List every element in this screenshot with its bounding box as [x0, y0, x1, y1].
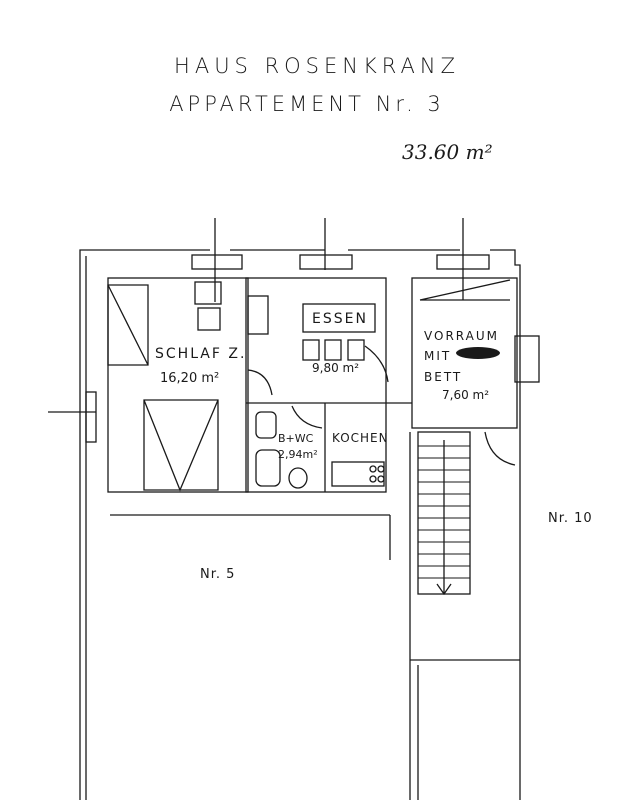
room-area-schlaf: 16,20 m² [160, 371, 219, 386]
room-area-vorraum: 7,60 m² [442, 388, 489, 402]
window-vorraum [436, 254, 490, 270]
door-arc-essen [364, 345, 389, 383]
room-label-essen: ESSEN [312, 311, 368, 327]
room-area-essen: 9,80 m² [312, 361, 359, 375]
wardrobe [247, 295, 269, 335]
furniture-block [197, 307, 221, 331]
room-schlaf [107, 277, 249, 493]
neighbour-label-right: Nr. 10 [548, 511, 593, 526]
room-vorraum [411, 277, 518, 429]
toilet [288, 467, 308, 489]
bathtub [255, 449, 281, 487]
room-area-bad: 2,94m² [278, 448, 318, 461]
cabinet-vorraum [514, 335, 540, 383]
table-essen [302, 303, 376, 333]
room-center [245, 277, 387, 493]
window-essen [299, 254, 353, 270]
room-label-kochen: KOCHEN [332, 431, 389, 445]
room-label-bett: BETT [424, 370, 462, 384]
total-area-annotation: 33.60 m² [402, 140, 493, 164]
room-label-schlaf: SCHLAF Z. [155, 346, 246, 362]
room-label-bad: B+WC [278, 432, 314, 445]
plan-lines [48, 218, 540, 800]
door-arc-vorraum [484, 431, 516, 466]
bed-schlaf [143, 399, 219, 492]
door-arc-bad [291, 405, 323, 429]
window-schlaf [191, 254, 243, 270]
building-outline [79, 249, 521, 800]
neighbour-label-left: Nr. 5 [200, 567, 235, 582]
house-title: HAUS ROSENKRANZ [174, 54, 460, 78]
apartment-title: APPARTEMENT Nr. 3 [169, 92, 445, 116]
room-label-vorraum: VORRAUM [424, 329, 499, 343]
room-label-mit: MIT [424, 349, 451, 363]
kitchen-counter [331, 461, 385, 487]
redaction-mark [456, 347, 500, 359]
door-arc-schlaf [247, 369, 273, 396]
